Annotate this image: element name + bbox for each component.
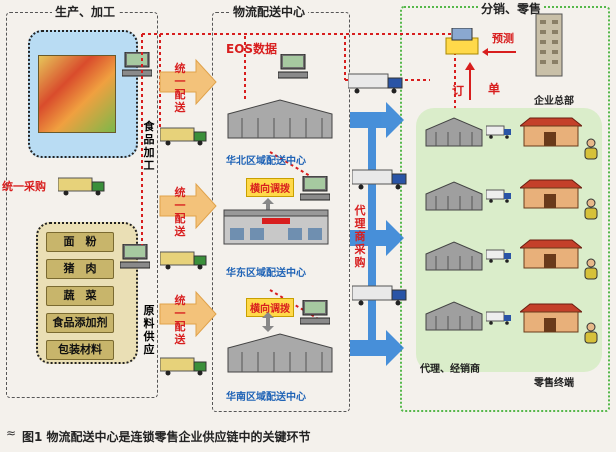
hq-label: 企业总部 [534, 96, 574, 107]
computer-icon [299, 175, 331, 202]
material-packaging: 包装材料 [46, 340, 114, 360]
purchase-truck [57, 176, 108, 196]
figure-caption: 图1 物流配送中心是连锁零售企业供应链中的关键环节 [22, 430, 311, 444]
south-center-label: 华南区域配送中心 [226, 392, 306, 403]
agents-label: 代理、经销商 [420, 364, 480, 375]
order-label: 订 [452, 84, 465, 98]
material-additive: 食品添加剂 [46, 313, 114, 333]
computer-icon [444, 27, 480, 58]
retail-store [518, 238, 584, 270]
delivery-truck [347, 72, 406, 94]
delivery-truck [159, 356, 210, 376]
agent-warehouse [424, 240, 484, 272]
material-vegetable: 蔬 菜 [46, 286, 114, 306]
unified-purchase-label: 统一采购 [2, 180, 46, 193]
agent-warehouse [424, 300, 484, 332]
order-label: 单 [488, 82, 501, 96]
small-truck [485, 310, 514, 325]
material-flour: 面 粉 [46, 232, 114, 252]
computer-icon [121, 51, 153, 78]
production-title: 生产、加工 [52, 3, 119, 20]
computer-icon [119, 243, 151, 270]
hq-building [528, 12, 570, 78]
north-center-label: 华北区域配送中心 [226, 156, 306, 167]
retail-store [518, 302, 584, 334]
food-processing-label: 食品加工 [143, 120, 155, 172]
small-truck [485, 188, 514, 203]
logistics-title: 物流配送中心 [230, 3, 309, 20]
agent-warehouse [424, 116, 484, 148]
customer-icon [582, 322, 600, 344]
delivery-truck [159, 126, 210, 146]
small-truck [485, 124, 514, 139]
material-pork: 猪 肉 [46, 259, 114, 279]
retail-store [518, 178, 584, 210]
unified-delivery-label: 统一配送 [174, 186, 186, 238]
computer-icon [277, 53, 309, 80]
eos-data-label: EOS数据 [226, 42, 278, 56]
east-supermarket [220, 206, 332, 248]
agent-warehouse [424, 180, 484, 212]
north-warehouse [224, 96, 336, 142]
east-center-label: 华东区域配送中心 [226, 268, 306, 279]
forecast-label: 预测 [492, 32, 514, 45]
retail-store [518, 116, 584, 148]
south-warehouse [224, 330, 336, 376]
agent-purchase-label: 代理商采购 [354, 204, 366, 269]
unified-delivery-label: 统一配送 [174, 294, 186, 346]
food-products-image [38, 55, 116, 133]
small-truck [485, 248, 514, 263]
raw-supply-label: 原料供应 [143, 304, 155, 356]
unified-delivery-label: 统一配送 [174, 62, 186, 114]
customer-icon [582, 138, 600, 160]
delivery-truck [351, 168, 410, 190]
delivery-truck [351, 284, 410, 306]
computer-icon [299, 299, 331, 326]
customer-icon [582, 258, 600, 280]
transfer-tag: 横向调拨 [246, 178, 294, 197]
sales-title: 分销、零售 [478, 0, 545, 17]
forecast-arrow-icon [482, 42, 516, 56]
order-arrow-icon [464, 62, 476, 100]
customer-icon [582, 198, 600, 220]
transfer-arrow-icon [262, 312, 274, 332]
caption-icon: ≈ [6, 426, 17, 440]
delivery-truck [159, 250, 210, 270]
retail-terminal-label: 零售终端 [534, 378, 574, 389]
